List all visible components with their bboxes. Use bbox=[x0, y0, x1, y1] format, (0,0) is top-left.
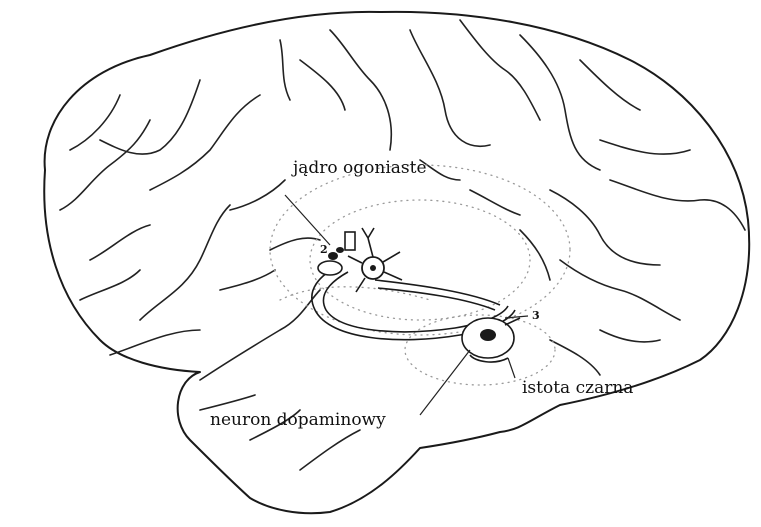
marker-2: 2 bbox=[320, 243, 328, 256]
label-caudate: jądro ogoniaste bbox=[291, 158, 427, 178]
brain-outline bbox=[44, 12, 749, 513]
marker-3: 3 bbox=[532, 309, 540, 322]
label-dopamine-neuron: neuron dopaminowy bbox=[210, 410, 386, 430]
label-substantia-nigra: istota czarna bbox=[522, 378, 633, 398]
